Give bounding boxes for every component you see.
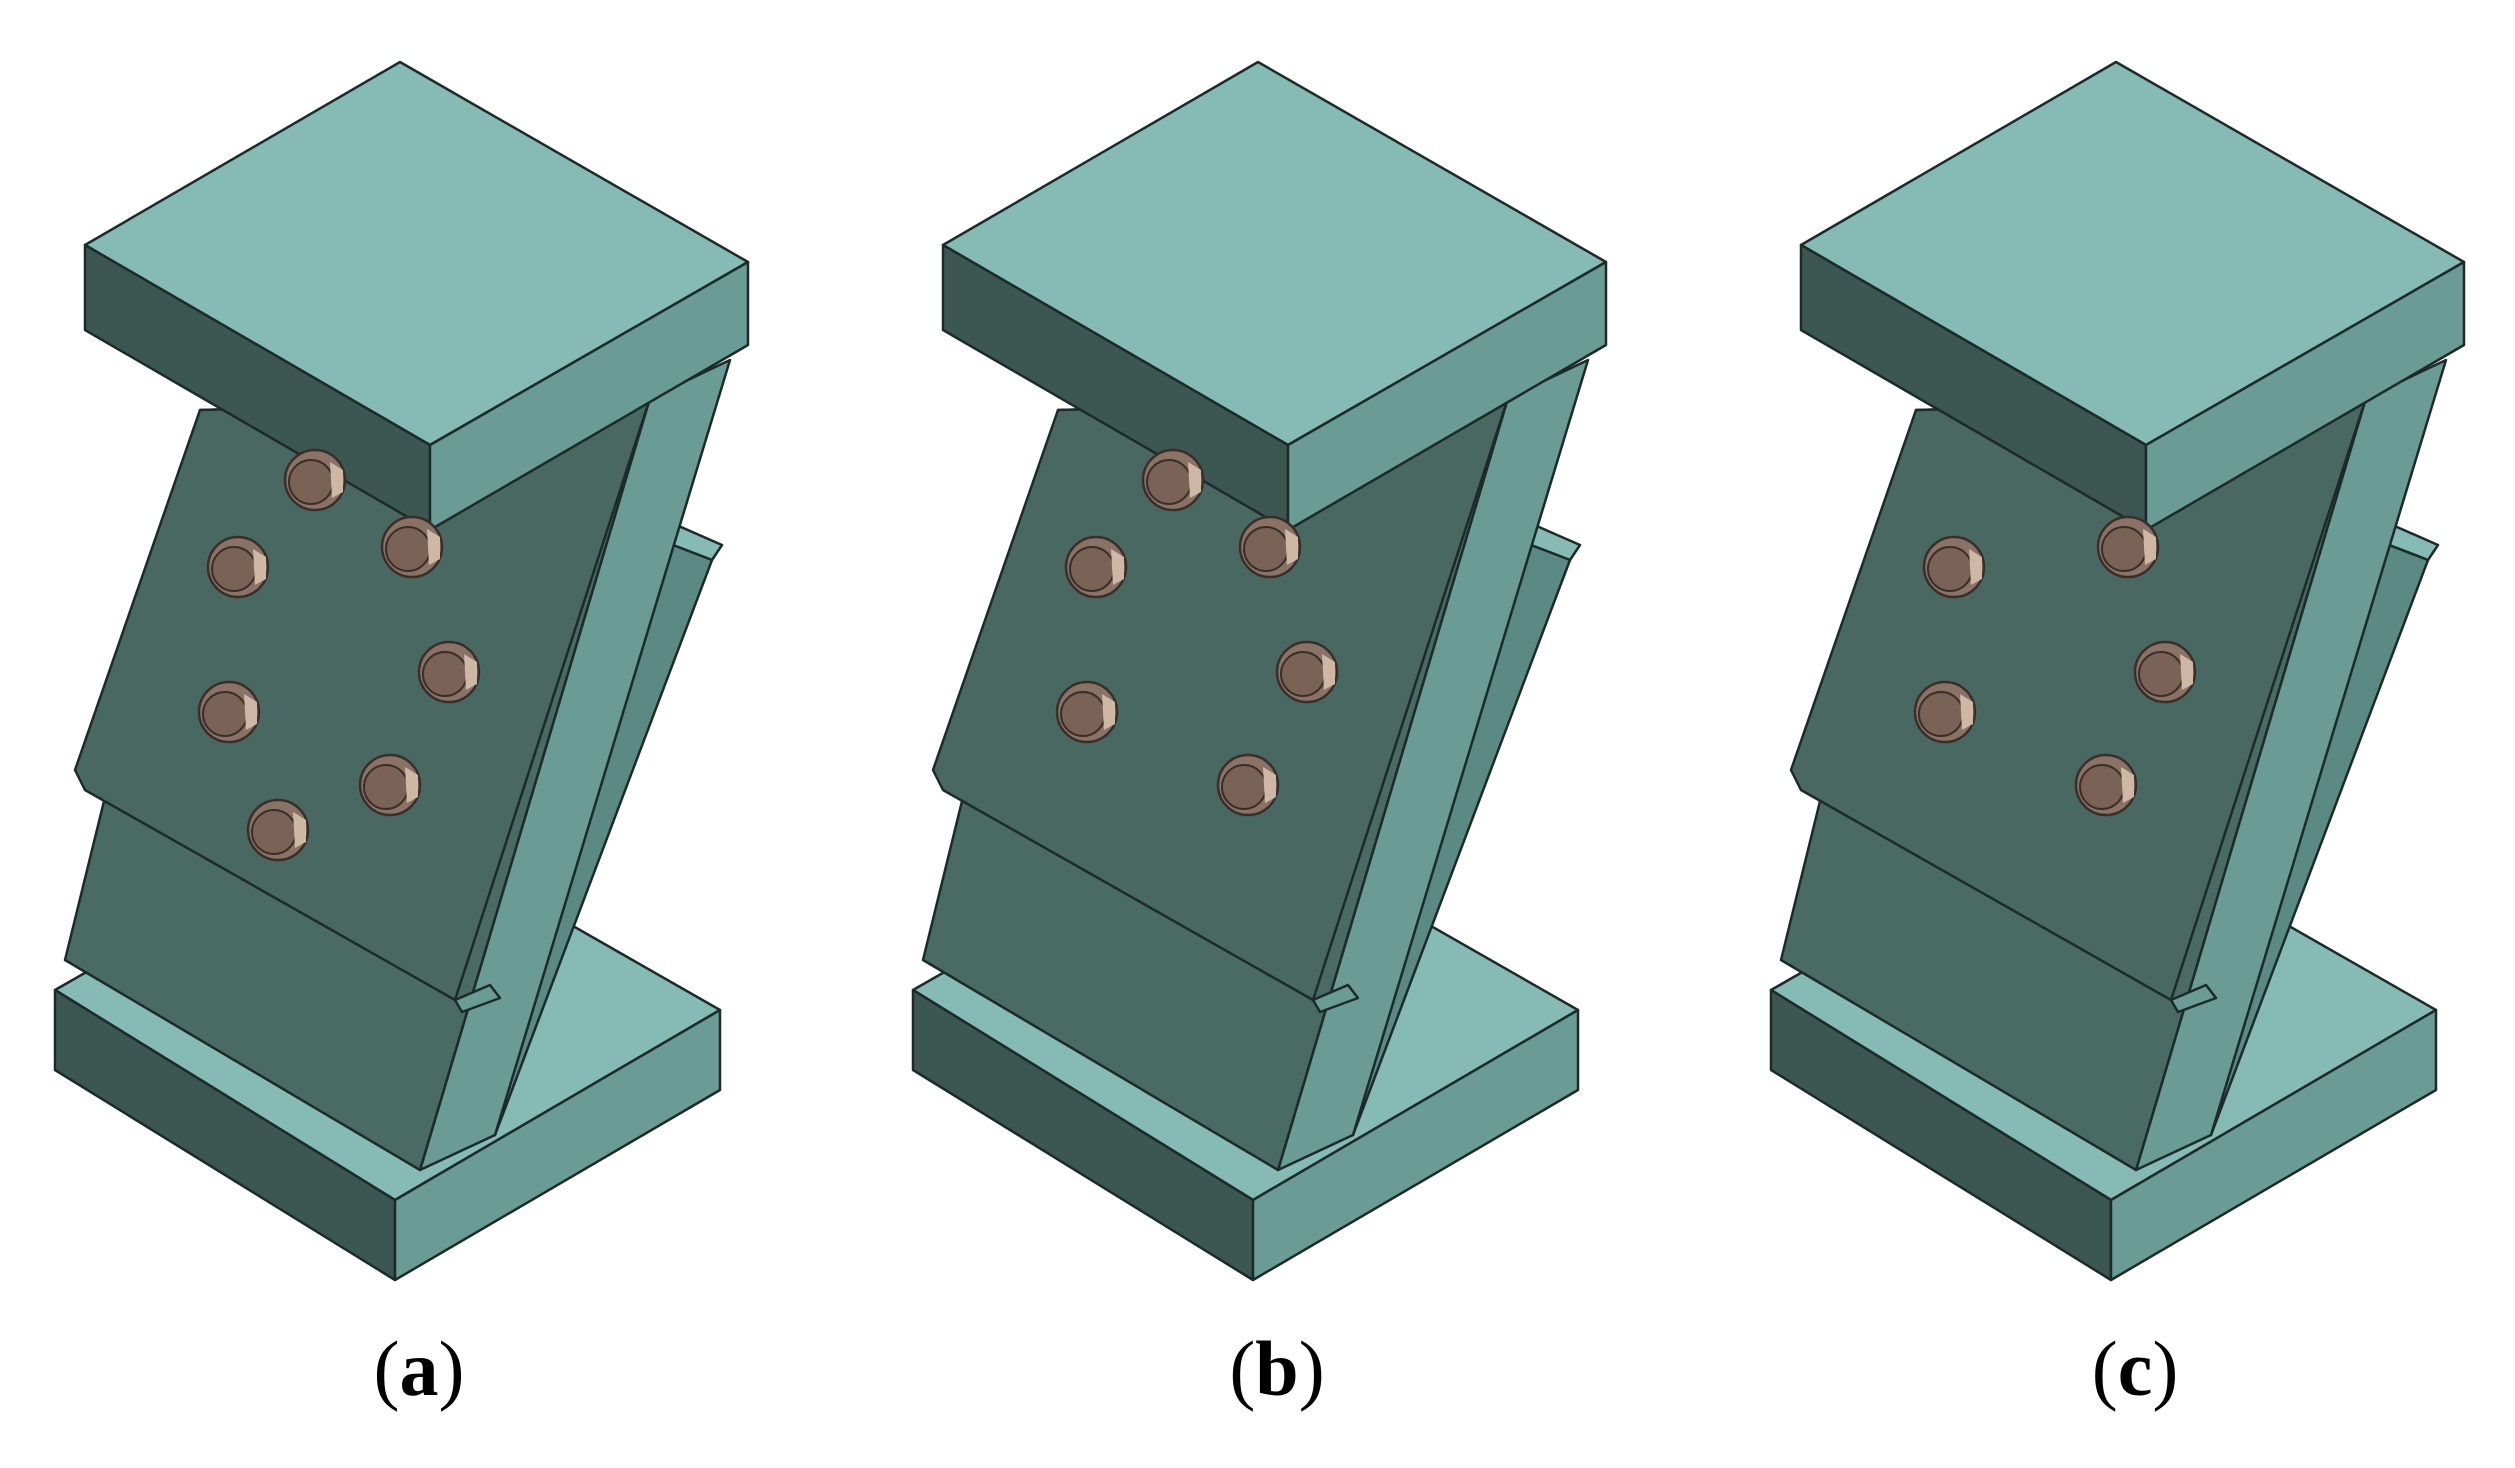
bottom-plate-side <box>1251 1008 1580 1282</box>
splice-plate-edge <box>1311 983 1360 1014</box>
bolt-5 <box>2074 753 2138 817</box>
top-plate-side <box>2144 260 2466 532</box>
bolt-1 <box>283 448 347 512</box>
panel-b-caption: (b) <box>1229 1325 1325 1412</box>
panel-a: (a) <box>0 0 838 1468</box>
top-plate-side <box>428 260 750 532</box>
panel-c-caption: (c) <box>2091 1325 2179 1412</box>
bolt-1 <box>1141 448 1205 512</box>
specimen-b-drawing <box>911 60 1608 1282</box>
bolt-4 <box>417 640 481 704</box>
specimen-a-drawing <box>53 60 750 1282</box>
bottom-plate-side <box>2109 1008 2438 1282</box>
bolt-6 <box>358 753 422 817</box>
bolt-5 <box>1055 680 1119 744</box>
bolt-2 <box>380 515 444 579</box>
panel-a-caption: (a) <box>373 1325 465 1412</box>
bolt-6 <box>1216 753 1280 817</box>
panel-c: (c) <box>1716 0 2515 1468</box>
bolt-2 <box>1238 515 1302 579</box>
bolt-5 <box>197 680 261 744</box>
bolt-4 <box>1275 640 1339 704</box>
top-plate-side <box>1286 260 1608 532</box>
splice-plate-edge <box>453 983 502 1014</box>
bolt-3 <box>1064 535 1128 599</box>
bolt-1 <box>2096 515 2160 579</box>
bolt-3 <box>206 535 270 599</box>
specimen-c-drawing <box>1769 60 2466 1282</box>
bolt-3 <box>2133 640 2197 704</box>
bolt-7 <box>246 798 310 862</box>
bolt-4 <box>1913 680 1977 744</box>
bottom-plate-side <box>393 1008 722 1282</box>
bolt-2 <box>1922 535 1986 599</box>
splice-plate-edge <box>2169 983 2218 1014</box>
panel-b: (b) <box>858 0 1696 1468</box>
